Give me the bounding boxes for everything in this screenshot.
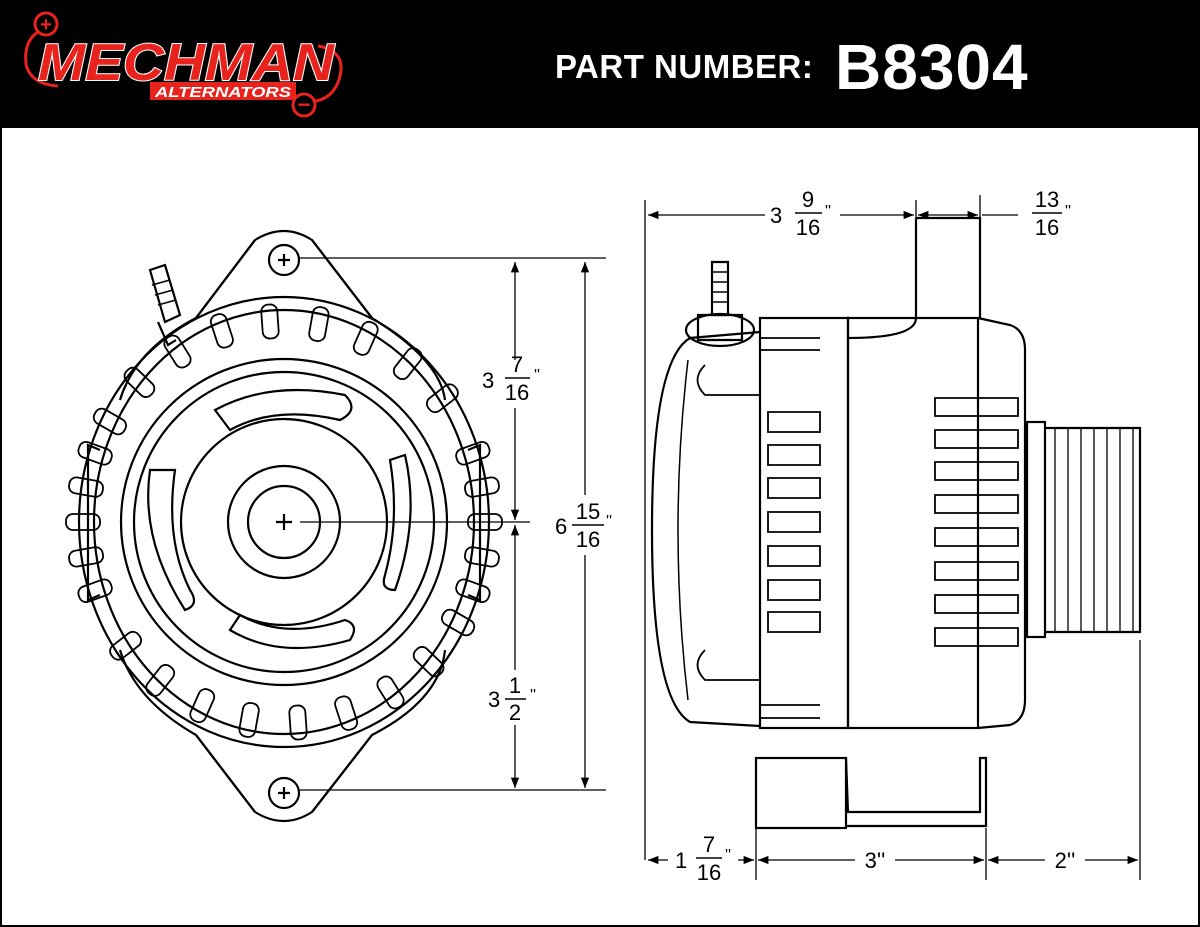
svg-text:15: 15 — [576, 499, 600, 524]
vent-slot — [109, 630, 143, 661]
svg-text:+: + — [40, 14, 52, 36]
svg-text:6: 6 — [555, 514, 567, 539]
svg-text:3: 3 — [488, 687, 500, 712]
vent-slot — [209, 313, 234, 349]
vent-slot — [455, 440, 491, 466]
svg-text:3: 3 — [770, 203, 782, 228]
dim-front-lower: 3 1 2 '' — [488, 673, 536, 725]
dim-side-top-body: 3 9 16 '' — [770, 187, 831, 240]
svg-text:3: 3 — [482, 368, 494, 393]
dim-side-bottom-front: 2'' — [1055, 848, 1076, 873]
plus-terminal-icon — [33, 11, 59, 37]
vent-slot — [123, 366, 156, 398]
vent-slot — [238, 702, 260, 738]
vent-slot — [308, 306, 330, 342]
part-number-label: PART NUMBER: — [555, 48, 814, 85]
lower-mount-hole — [267, 776, 301, 810]
svg-text:'': '' — [606, 513, 612, 530]
svg-text:1: 1 — [509, 673, 521, 698]
mechman-logo: + − MECHMAN ALTERNATORS — [24, 11, 343, 118]
dim-front-total: 6 15 16 '' — [555, 499, 612, 552]
dimension-lines — [300, 195, 1141, 880]
part-number-value: B8304 — [835, 31, 1029, 103]
vent-slot — [288, 704, 308, 741]
svg-text:'': '' — [825, 203, 831, 220]
vent-slot — [425, 383, 459, 414]
svg-text:16: 16 — [697, 860, 721, 885]
header-bar: + − MECHMAN ALTERNATORS PART NUMBER: B83… — [0, 0, 1200, 128]
vent-slot — [77, 578, 113, 604]
drawing-frame — [0, 128, 1200, 927]
vent-slot — [412, 646, 445, 678]
vent-slot — [92, 407, 127, 436]
upper-mount-hole — [267, 243, 301, 277]
logo-subtitle: ALTERNATORS — [154, 84, 291, 101]
cooling-fins — [696, 337, 1019, 719]
dim-side-bottom-rear: 1 7 16 '' — [675, 832, 731, 885]
front-view — [65, 229, 503, 823]
dim-side-bottom-mid: 3'' — [865, 848, 886, 873]
svg-text:1: 1 — [675, 848, 687, 873]
dim-front-upper: 3 7 16 '' — [482, 352, 540, 405]
vent-slot — [145, 663, 176, 697]
vent-slot — [65, 513, 101, 531]
pulley — [1025, 420, 1142, 639]
vent-slot — [77, 440, 113, 466]
vent-slot — [189, 688, 216, 724]
svg-text:16: 16 — [796, 215, 820, 240]
vent-slot — [260, 303, 280, 340]
vent-slot — [352, 320, 379, 356]
svg-text:16: 16 — [1035, 215, 1059, 240]
svg-text:16: 16 — [576, 527, 600, 552]
svg-text:7: 7 — [511, 352, 523, 377]
vent-slot — [334, 695, 359, 731]
vent-slot — [376, 675, 405, 710]
svg-text:−: − — [298, 92, 311, 117]
svg-text:7: 7 — [703, 832, 715, 857]
svg-text:9: 9 — [802, 187, 814, 212]
svg-text:'': '' — [530, 687, 536, 704]
vent-slot — [392, 347, 423, 381]
svg-text:2: 2 — [509, 700, 521, 725]
vent-slot — [163, 334, 192, 369]
minus-terminal-icon — [291, 92, 317, 118]
svg-text:'': '' — [534, 367, 540, 384]
svg-text:'': '' — [1065, 203, 1071, 220]
svg-text:'': '' — [725, 847, 731, 864]
side-view — [650, 216, 1142, 830]
dim-side-top-flange: 13 16 '' — [1032, 187, 1071, 240]
svg-text:16: 16 — [505, 380, 529, 405]
vent-slot — [441, 608, 476, 637]
vent-slot — [455, 578, 491, 604]
svg-text:13: 13 — [1035, 187, 1059, 212]
